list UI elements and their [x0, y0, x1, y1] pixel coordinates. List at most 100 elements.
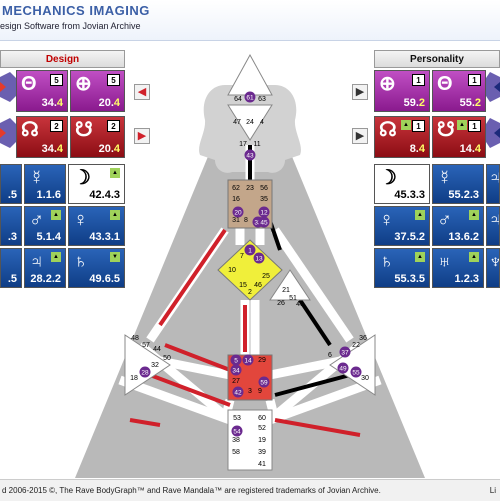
- gate-label: 35: [260, 196, 268, 203]
- line-badge: 2: [107, 120, 120, 132]
- gate-label: 58: [232, 449, 240, 456]
- venus-icon: ♀: [73, 209, 88, 231]
- line-badge: 5: [107, 74, 120, 86]
- gate-label: 22: [352, 342, 360, 349]
- personality-earth-card[interactable]: ⊕ 1 59.2: [374, 70, 430, 112]
- app-header: MECHANICS IMAGING esign Software from Jo…: [0, 0, 500, 41]
- design-venus-card[interactable]: ♀ ▲ 43.3.1: [68, 206, 125, 246]
- personality-south-node-card[interactable]: ☋ ▲ 1 14.4: [432, 116, 486, 158]
- activation-value: 55.2.3: [448, 189, 479, 201]
- gate-label: 50: [163, 355, 171, 362]
- activation-line: 4: [113, 97, 120, 109]
- activation-value: 43.3.1: [89, 231, 120, 243]
- activation-value: 1.2.3: [454, 273, 479, 285]
- design-mercury-card[interactable]: ☿ 1.1.6: [24, 164, 66, 204]
- activation-value: 42.4.3: [89, 189, 120, 201]
- gate-label: 62: [232, 185, 240, 192]
- gate-active: 42: [234, 390, 242, 397]
- south-node-icon: ☋: [437, 119, 455, 141]
- personality-planet-card[interactable]: ♃: [486, 206, 500, 246]
- saturn-icon: ♄: [73, 251, 88, 273]
- gate-label: 23: [246, 185, 254, 192]
- gate-label: 64: [234, 96, 242, 103]
- activation-value: 55.3.5: [394, 273, 425, 285]
- personality-planet-card[interactable]: ♆: [486, 248, 500, 288]
- design-planet-card[interactable]: .3: [0, 206, 22, 246]
- activation-value: 1.1.6: [36, 189, 61, 201]
- south-node-icon: ☋: [75, 119, 93, 141]
- gate-label: 46: [254, 282, 262, 289]
- personality-nodes-icon: [486, 118, 500, 148]
- exalted-icon: ▲: [469, 252, 479, 262]
- gate-label: 16: [232, 196, 240, 203]
- activation-value: 37.5.2: [394, 231, 425, 243]
- design-earth-card[interactable]: ⊕ 5 20.4: [70, 70, 125, 112]
- north-node-icon: ☊: [379, 119, 397, 141]
- activation-value: 8.: [409, 143, 419, 155]
- gate-label: 56: [260, 185, 268, 192]
- exalted-icon: ▲: [110, 168, 120, 178]
- gate-label: 44: [153, 346, 161, 353]
- personality-mars-card[interactable]: ♂ ▲ 13.6.2: [432, 206, 484, 246]
- gate-label: 18: [130, 375, 138, 382]
- gate-label: 63: [258, 96, 266, 103]
- design-sun-card[interactable]: Θ 5 34.4: [16, 70, 68, 112]
- activation-value: 55.: [459, 97, 475, 109]
- gate-label: 4: [260, 119, 264, 126]
- activation-line: 4: [474, 143, 481, 155]
- arrow-right-icon[interactable]: ▶: [134, 128, 150, 144]
- personality-venus-card[interactable]: ♀ ▲ 37.5.2: [374, 206, 430, 246]
- gate-label: 9: [258, 388, 262, 395]
- line-badge: 1: [468, 120, 481, 132]
- gate-label: 41: [258, 461, 266, 468]
- personality-panel-title: Personality: [374, 50, 500, 68]
- sun-icon: Θ: [21, 73, 37, 95]
- activation-value: .5: [7, 273, 17, 285]
- arrow-right-icon[interactable]: ▶: [352, 128, 368, 144]
- activation-value: 20.: [98, 97, 114, 109]
- personality-moon-card[interactable]: ☽ 45.3.3: [374, 164, 430, 204]
- personality-mercury-card[interactable]: ☿ 55.2.3: [432, 164, 484, 204]
- gate-label: 21: [282, 287, 290, 294]
- exalted-icon: ▲: [51, 252, 61, 262]
- activation-value: 59.: [403, 97, 419, 109]
- brand-title: MECHANICS IMAGING: [2, 3, 150, 18]
- status-bar: d 2006-2015 ©, The Rave BodyGraph™ and R…: [0, 479, 500, 501]
- gate-active: 34: [232, 368, 240, 375]
- jupiter-icon: ♃: [29, 251, 44, 273]
- design-moon-card[interactable]: ☽ ▲ 42.4.3: [68, 164, 125, 204]
- personality-sun-card[interactable]: Θ 1 55.2: [432, 70, 486, 112]
- neptune-icon: ♆: [488, 251, 499, 273]
- arrow-left-icon[interactable]: ◀: [134, 84, 150, 100]
- gate-label: 8: [244, 217, 248, 224]
- moon-icon: ☽: [379, 167, 397, 189]
- personality-uranus-card[interactable]: ♅ ▲ 1.2.3: [432, 248, 484, 288]
- bodygraph: 64 63 47 24 4 17 11 62 23 56 16 35 31 8 …: [75, 53, 425, 478]
- gate-label: 57: [142, 342, 150, 349]
- earth-icon: ⊕: [75, 73, 92, 95]
- design-mars-card[interactable]: ♂ ▲ 5.1.4: [24, 206, 66, 246]
- gate-label: 7: [240, 253, 244, 260]
- gate-label: 27: [232, 378, 240, 385]
- exalted-icon: ▲: [469, 210, 479, 220]
- design-saturn-card[interactable]: ♄ ▼ 49.6.5: [68, 248, 125, 288]
- arrow-right-icon[interactable]: ▶: [352, 84, 368, 100]
- gate-active: 20: [234, 210, 242, 217]
- gate-active: 37: [341, 350, 349, 357]
- gate-label: 32: [151, 362, 159, 369]
- gate-active: 33: [254, 220, 262, 227]
- design-north-node-card[interactable]: ☊ 2 34.4: [16, 116, 68, 158]
- gate-label: 10: [228, 267, 236, 274]
- gate-active: 1: [248, 248, 252, 255]
- personality-north-node-card[interactable]: ☊ ▲ 1 8.4: [374, 116, 430, 158]
- design-south-node-card[interactable]: ☋ 2 20.4: [70, 116, 125, 158]
- personality-planet-card[interactable]: ♃: [486, 164, 500, 204]
- design-planet-card[interactable]: .5: [0, 164, 22, 204]
- personality-saturn-card[interactable]: ♄ ▲ 55.3.5: [374, 248, 430, 288]
- design-planet-card[interactable]: .5: [0, 248, 22, 288]
- gate-label: 2: [248, 289, 252, 296]
- activation-line: 4: [113, 143, 120, 155]
- design-jupiter-card[interactable]: ♃ ▲ 28.2.2: [24, 248, 66, 288]
- activation-value: 45.3.3: [394, 189, 425, 201]
- design-nodes-icon: [0, 118, 16, 148]
